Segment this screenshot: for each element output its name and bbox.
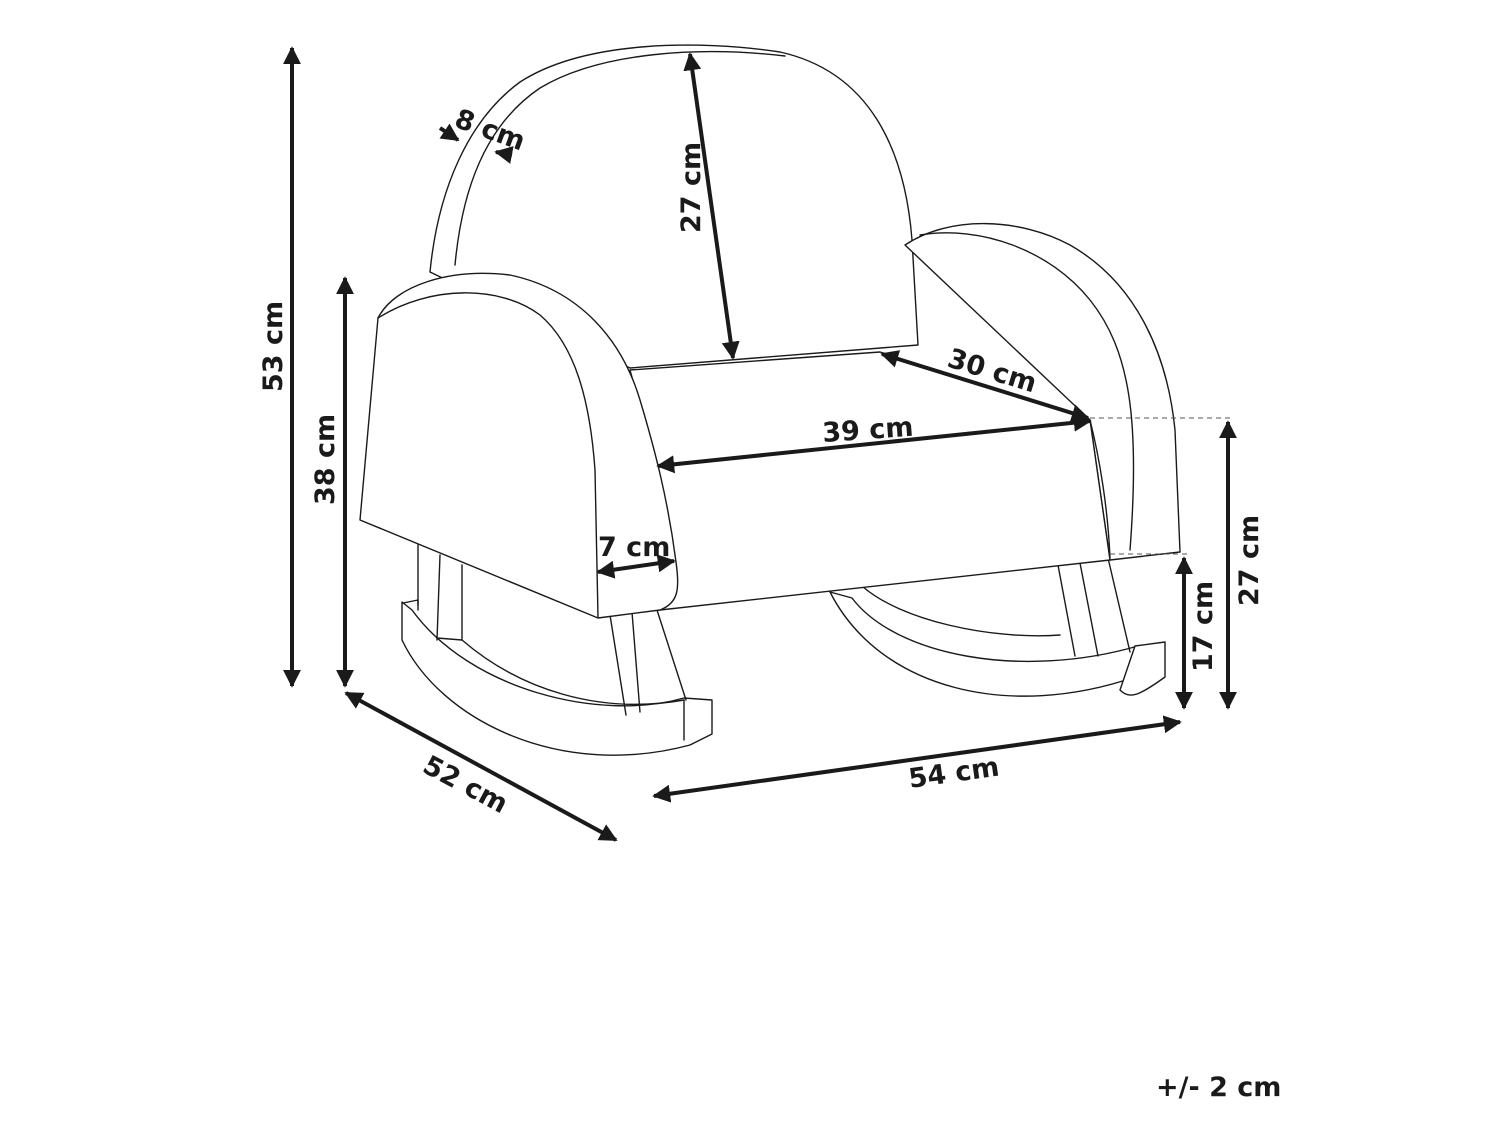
dim-backrest-thickness-right: [494, 146, 514, 164]
dim-backrest-height: [683, 52, 740, 360]
label-arm-width: 7 cm: [598, 532, 670, 563]
dim-seat-width: [656, 413, 1092, 474]
dim-seat-depth: [880, 350, 1090, 422]
dim-depth: [344, 691, 618, 842]
label-arm-height: 38 cm: [310, 414, 341, 505]
label-overall-height: 53 cm: [258, 301, 289, 392]
backrest: [429, 44, 919, 369]
right-rocker: [829, 557, 1166, 697]
label-rocker-height: 17 cm: [1188, 581, 1219, 672]
label-seat-height: 27 cm: [1234, 515, 1265, 606]
label-seat-width: 39 cm: [821, 412, 914, 449]
dim-width: [652, 715, 1182, 803]
tolerance-note: +/- 2 cm: [1156, 1072, 1282, 1103]
label-backrest-height: 27 cm: [676, 142, 707, 233]
right-arm: [904, 222, 1181, 561]
label-depth: 52 cm: [418, 750, 513, 820]
dim-backrest-thickness-left: [438, 123, 460, 142]
left-arm: [359, 272, 679, 619]
dim-arm-width: [596, 554, 676, 579]
dimension-lines: [283, 46, 1237, 842]
seat-cushion: [629, 351, 1111, 611]
